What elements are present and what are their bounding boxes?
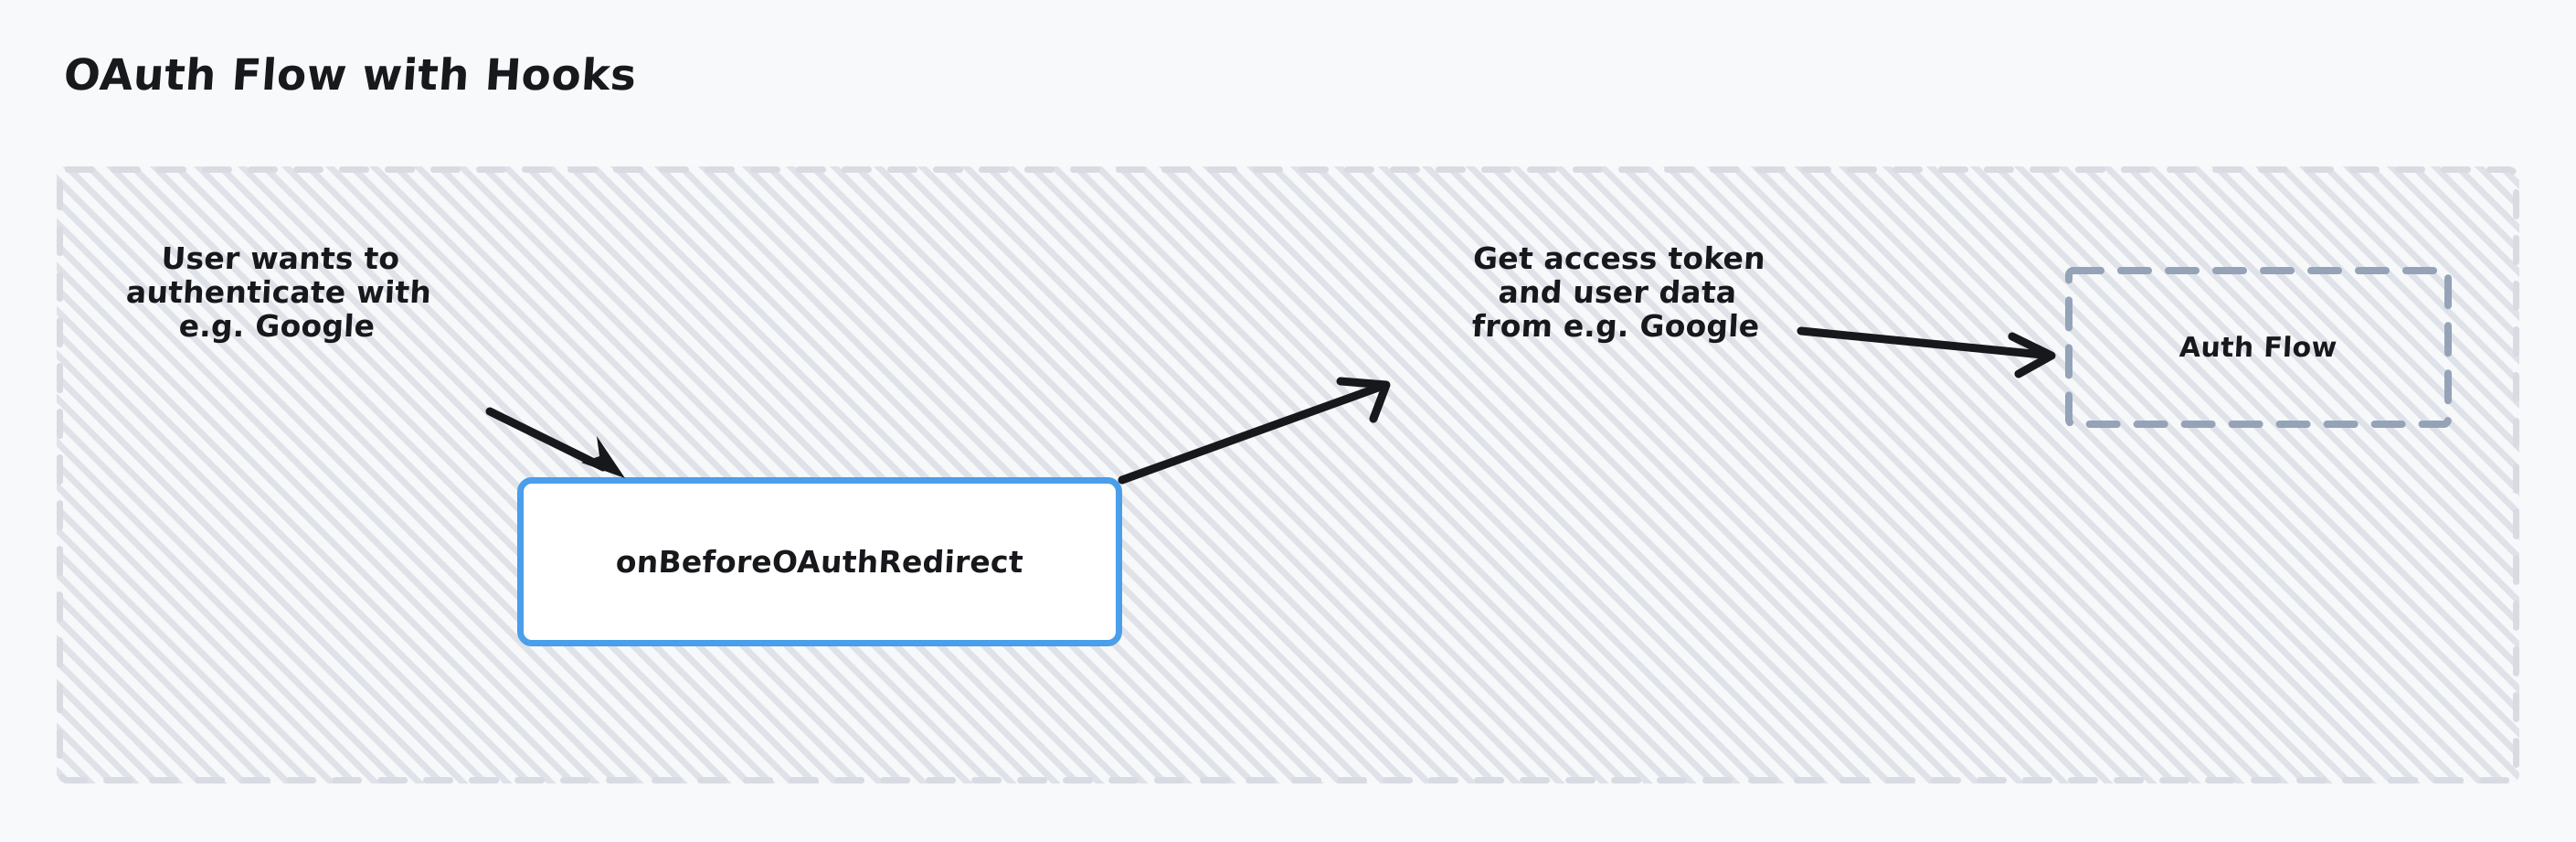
group-auth-flow[interactable]: Auth Flow [2065,267,2452,428]
node-on-before-oauth-redirect[interactable]: onBeforeOAuthRedirect [517,477,1122,646]
note-user-intent: User wants to authenticate with e.g. Goo… [125,240,433,344]
page-title: OAuth Flow with Hooks [62,50,639,101]
node-label: onBeforeOAuthRedirect [615,544,1024,580]
group-auth-flow-label: Auth Flow [2178,331,2338,364]
note-token-exchange: Get access token and user data from e.g.… [1470,240,1766,344]
